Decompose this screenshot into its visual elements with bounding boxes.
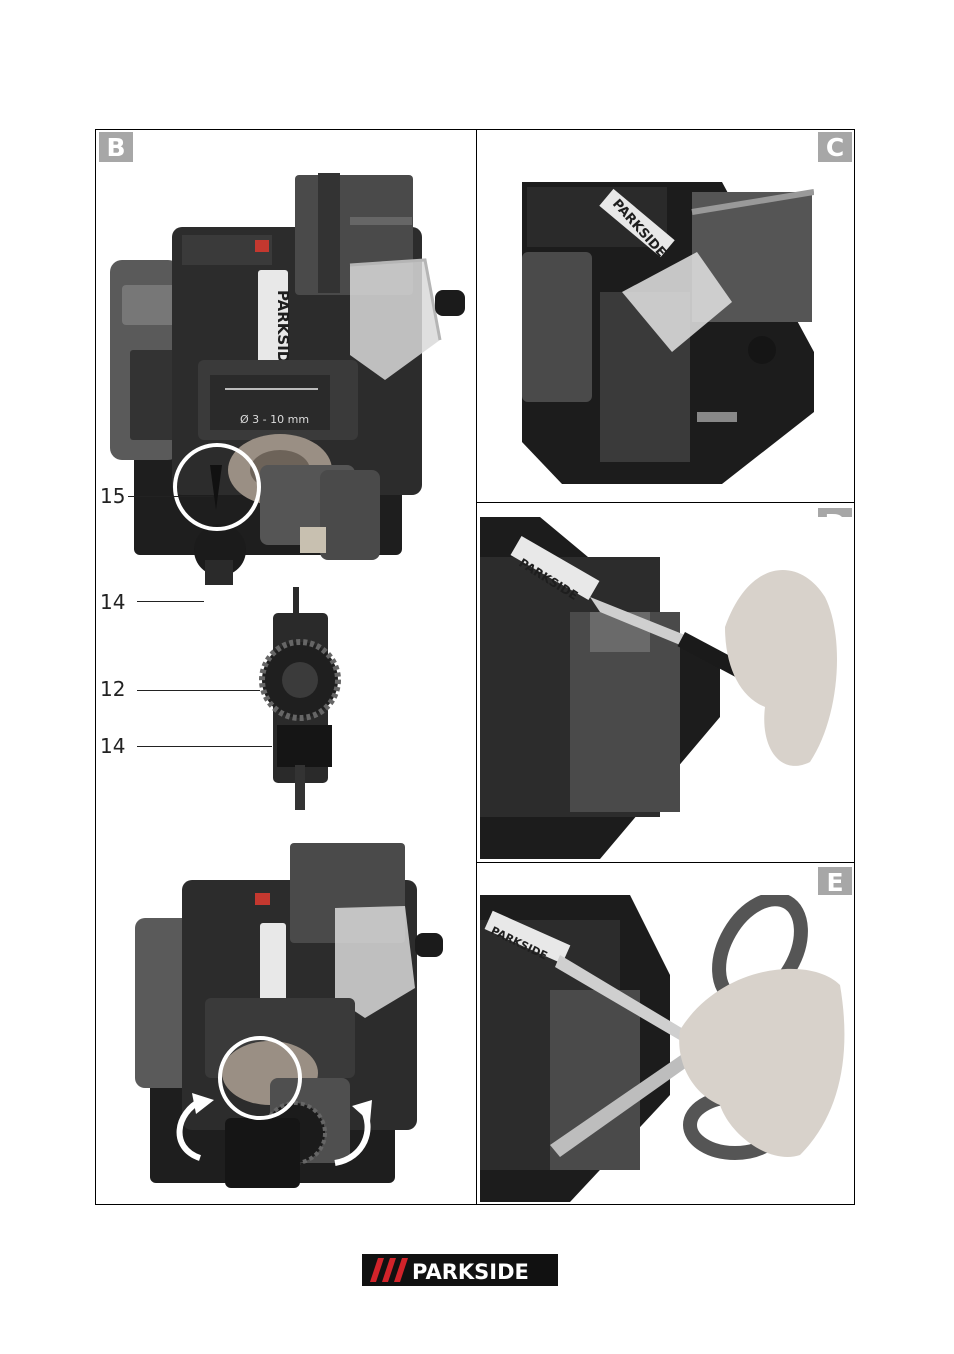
panel-b-badge: B <box>99 132 133 162</box>
panel-d-photo: PARKSIDE <box>480 517 852 859</box>
panel-divider-vertical <box>476 129 477 1205</box>
panel-c-badge: C <box>818 132 852 162</box>
callout-15: 15 <box>100 484 126 508</box>
callout-14-bottom: 14 <box>100 734 126 758</box>
drill-guide-text: Ø 3 - 10 mm <box>240 413 309 426</box>
device-brand-text: PARKSIDE <box>274 290 292 373</box>
panel-divider-de <box>476 862 855 863</box>
callout-14-top: 14 <box>100 590 126 614</box>
callout-14-bottom-leader <box>137 746 272 747</box>
panel-e-badge: E <box>818 867 852 897</box>
footer-logo-text: PARKSIDE <box>412 1260 529 1284</box>
callout-12: 12 <box>100 677 126 701</box>
panel-divider-cd <box>476 502 855 503</box>
panel-b-drill-holder-photo <box>259 587 341 810</box>
parkside-logo: PARKSIDE <box>362 1254 558 1286</box>
figure-frame <box>95 129 855 1205</box>
panel-b-sharpener-top-photo: PARKSIDE Ø 3 - 10 mm <box>110 173 465 585</box>
panel-b-sharpener-bottom-photo <box>135 843 443 1188</box>
panel-c-photo: PARKSIDE <box>522 182 814 484</box>
callout-14-top-leader <box>137 601 204 602</box>
callout-15-leader <box>128 496 213 497</box>
panel-e-photo: PARKSIDE <box>480 895 852 1202</box>
callout-12-leader <box>137 690 260 691</box>
